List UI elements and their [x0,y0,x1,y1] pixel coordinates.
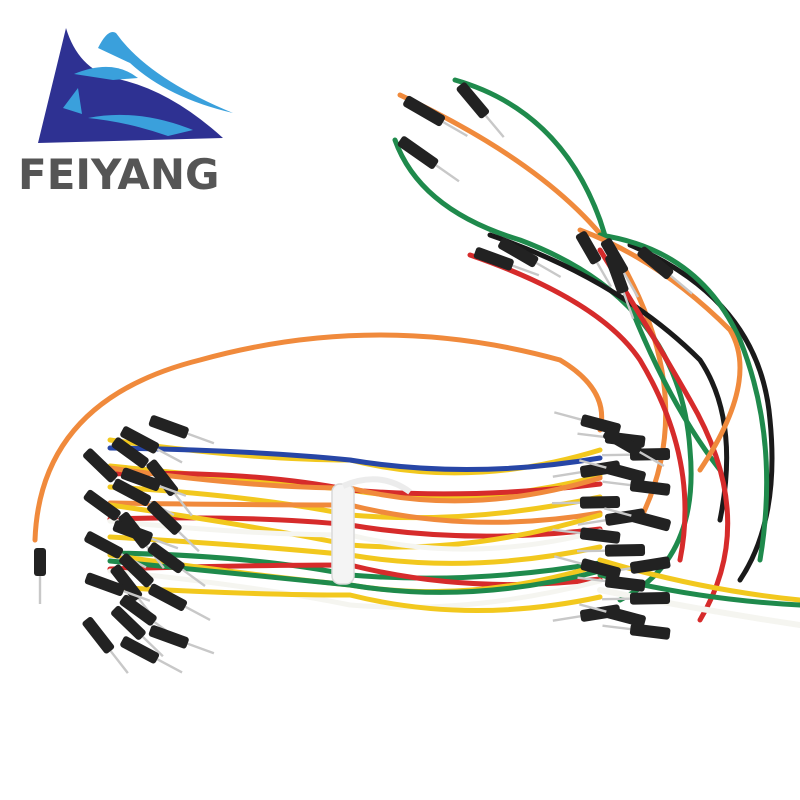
connector-pin [120,636,183,674]
jumper-wire [467,252,688,563]
connector-pin [601,592,671,605]
connector-pin [604,507,671,532]
jumper-wire [107,584,603,613]
connector-pin [551,496,621,509]
connector-pin [148,415,215,445]
connector-pin [498,237,562,279]
connector-pin [603,427,665,468]
connector-pin [111,605,164,658]
jumper-wire [32,332,605,543]
connector-pin [147,542,206,587]
connector-pin [84,572,151,602]
connector-pin [148,583,211,621]
jumper-wire [597,587,800,628]
connector-pin [146,459,193,517]
connector-pin [147,500,200,553]
connector-group [34,82,693,674]
connector-pin [600,238,640,298]
jumper-wire [597,232,770,563]
connector-pin [637,246,693,295]
connector-pin [552,527,621,544]
connector-pin [577,575,646,592]
jumper-wire [597,557,800,603]
brand-logo: FEIYANG [0,0,260,210]
connector-pin [112,520,179,550]
jumper-wire [107,445,603,472]
connector-pin [34,548,46,604]
connector-pin [579,459,646,484]
jumper-wire [452,77,723,473]
connector-pin [397,136,460,183]
connector-pin [456,82,505,138]
jumper-wire [107,568,603,610]
connector-pin [120,426,183,464]
connector-pin [605,253,635,320]
connector-pin [148,625,215,655]
jumper-wire [627,242,775,583]
connector-pin [602,623,671,640]
connector-pin [576,544,646,557]
connector-pin [82,617,129,674]
feiyang-wave-logo-icon [38,28,233,143]
jumper-wire [597,247,731,623]
cable-tie [331,476,412,585]
connector-pin [403,95,468,138]
connector-pin [554,555,621,580]
jumper-wire [107,558,603,595]
brand-name: FEIYANG [18,150,220,199]
jumper-wire [577,227,743,473]
connector-pin [575,231,613,288]
connector-pin [473,247,540,277]
connector-pin [602,479,671,496]
connector-pin [579,603,646,628]
jumper-wire [107,534,603,566]
jumper-wire [487,232,730,523]
connector-pin [120,467,187,497]
